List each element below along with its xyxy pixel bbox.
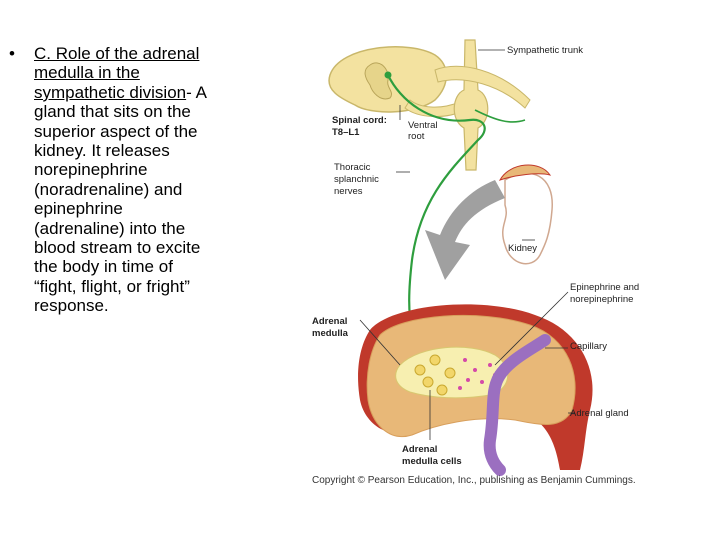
- label-adrenal-medulla-2: medulla: [312, 328, 348, 339]
- medulla-cell: [429, 354, 441, 366]
- medulla-cell: [444, 367, 456, 379]
- neuron-cell-body: [384, 71, 392, 79]
- hormone-dot: [463, 358, 467, 362]
- label-sympathetic-trunk: Sympathetic trunk: [507, 45, 584, 56]
- label-epinephrine-2: norepinephrine: [570, 294, 634, 305]
- medulla-cells: [414, 354, 456, 396]
- zoom-arrow: [425, 180, 505, 280]
- label-kidney: Kidney: [508, 243, 538, 254]
- adrenal-cap-small: [498, 164, 552, 181]
- kidney-shape: [502, 172, 553, 265]
- label-thoracic: Thoracic: [334, 162, 371, 173]
- hormone-dot: [488, 363, 492, 367]
- leader-epinephrine: [494, 291, 569, 366]
- label-ventral-root: Ventral: [408, 120, 438, 131]
- label-adrenal-gland: Adrenal gland: [570, 408, 629, 419]
- label-epinephrine: Epinephrine and: [570, 282, 640, 293]
- label-spinal-level: T8–L1: [332, 127, 360, 138]
- label-medulla-cells: Adrenal: [402, 444, 438, 455]
- hormone-dot: [480, 380, 484, 384]
- adrenal-diagram: Sympathetic trunk Spinal cord: T8–L1 Ven…: [300, 30, 690, 500]
- capillary-vessel: [483, 334, 551, 476]
- label-capillary: Capillary: [570, 341, 607, 352]
- bullet-body: - A gland that sits on the superior aspe…: [34, 82, 206, 316]
- label-adrenal-medulla: Adrenal: [312, 316, 348, 327]
- hormone-dot: [458, 386, 462, 390]
- hormone-dot: [473, 368, 477, 372]
- bullet-heading: C. Role of the adrenal medulla in the sy…: [34, 44, 200, 102]
- label-spinal-cord: Spinal cord:: [332, 115, 387, 126]
- label-thoracic-2: splanchnic: [334, 174, 379, 185]
- medulla-cell: [422, 376, 434, 388]
- copyright-notice: Copyright © Pearson Education, Inc., pub…: [312, 475, 636, 486]
- bullet-text: C. Role of the adrenal medulla in the sy…: [34, 44, 209, 316]
- sympathetic-trunk-shape: [453, 39, 489, 171]
- label-medulla-cells-2: medulla cells: [402, 456, 462, 467]
- spinal-nerve-shape: [434, 65, 531, 109]
- leader-lines: [359, 49, 575, 440]
- label-thoracic-3: nerves: [334, 186, 363, 197]
- fiber-branch: [474, 109, 526, 123]
- label-ventral-root-2: root: [408, 131, 425, 142]
- medulla-cell: [436, 384, 448, 396]
- adrenal-illustration: [328, 39, 593, 476]
- medulla-cell: [414, 364, 426, 376]
- hormone-dot: [466, 378, 470, 382]
- leader-adrenal-medulla: [359, 319, 401, 366]
- gray-matter: [364, 62, 393, 100]
- bullet-marker: •: [9, 44, 15, 63]
